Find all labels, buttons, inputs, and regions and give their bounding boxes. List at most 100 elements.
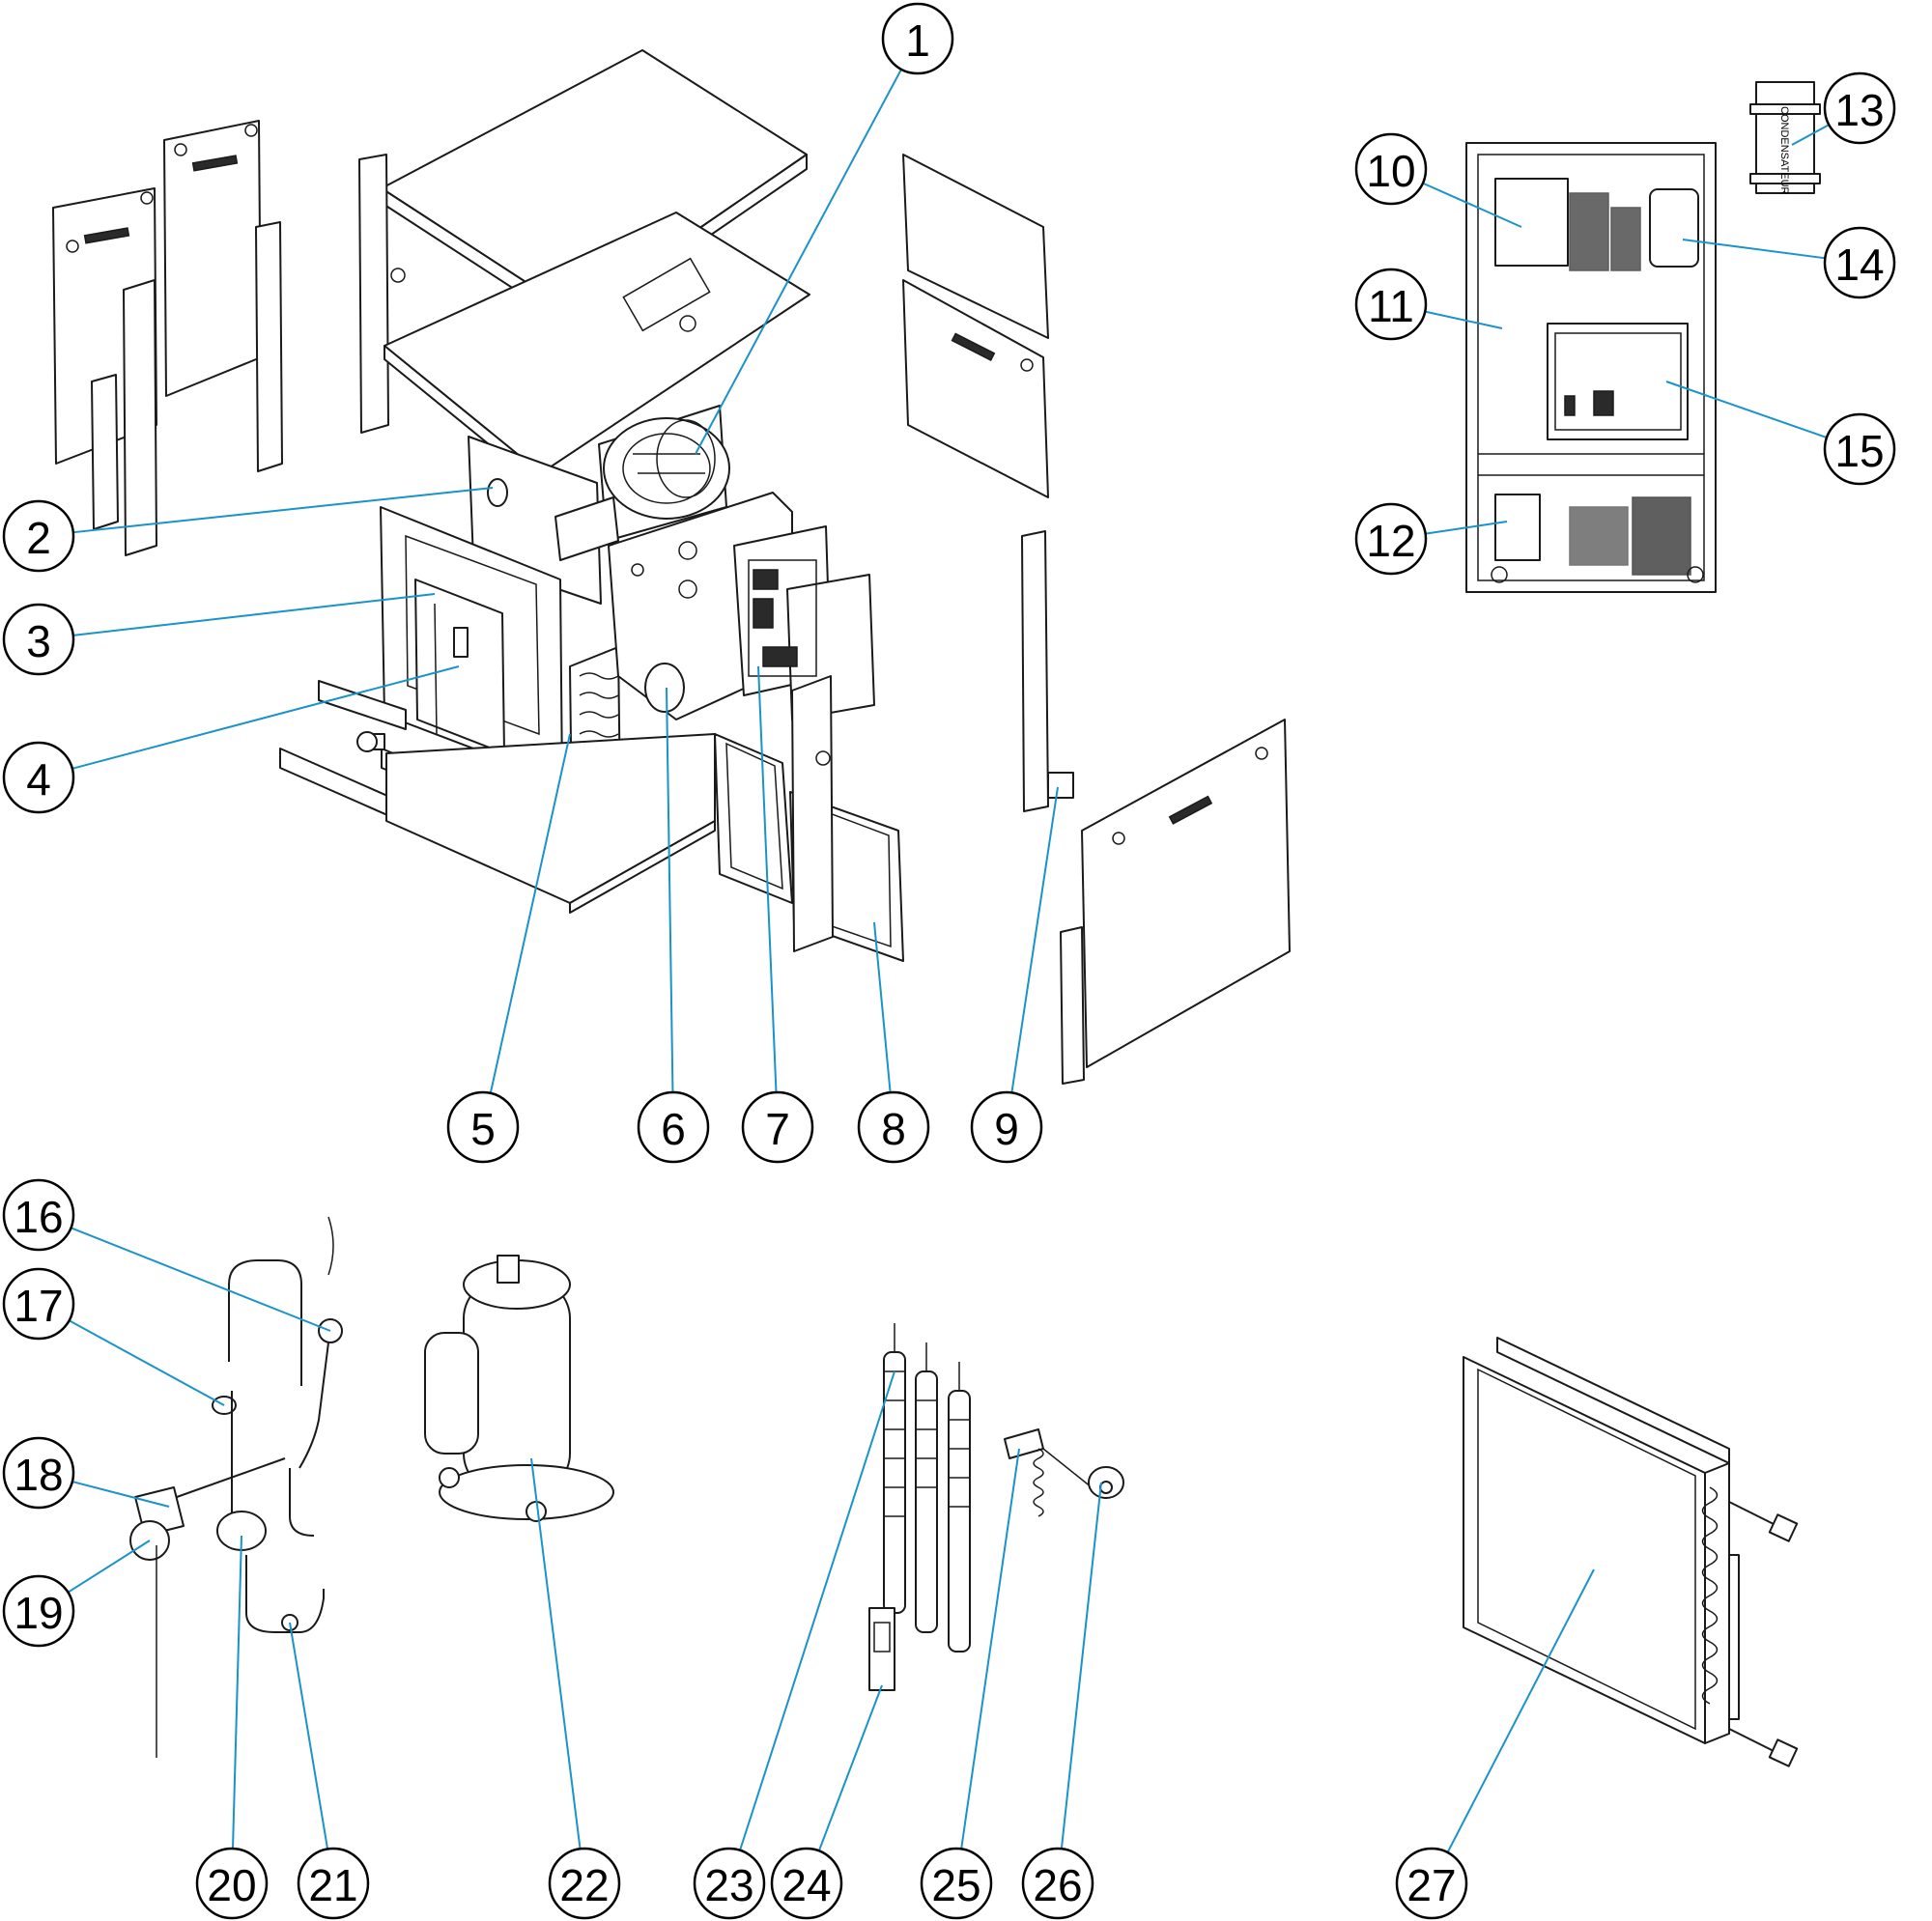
- callout-circle: [2, 1267, 75, 1341]
- callout-circle: [2, 741, 75, 814]
- callout-number: 4: [26, 754, 51, 805]
- sensor-label: CONDENSATEUR: [1778, 106, 1790, 195]
- callout-number: 16: [14, 1192, 63, 1242]
- inner-frame: [380, 436, 602, 783]
- callout-5: 5: [446, 1090, 520, 1164]
- callout-4: 4: [2, 741, 75, 814]
- leader-line-25: [960, 1448, 1020, 1850]
- callout-19: 19: [2, 1574, 75, 1648]
- callout-2: 2: [2, 499, 75, 573]
- leader-lines: [67, 69, 1830, 1853]
- condensation-sensor: CONDENSATEUR: [1749, 81, 1821, 195]
- leader-line-2: [72, 487, 494, 534]
- leader-line-18: [71, 1481, 170, 1508]
- fan-housing: [598, 405, 730, 542]
- leader-line-5: [489, 733, 571, 1094]
- callout-circle: [1354, 502, 1428, 576]
- callout-number: 17: [14, 1281, 63, 1331]
- callout-circle: [637, 1090, 710, 1164]
- callout-22: 22: [548, 1847, 621, 1920]
- callout-7: 7: [741, 1090, 814, 1164]
- callout-11: 11: [1354, 268, 1428, 341]
- leader-line-15: [1665, 381, 1828, 439]
- callout-15: 15: [1823, 412, 1896, 486]
- leader-line-21: [289, 1622, 329, 1850]
- callout-number: 2: [26, 513, 51, 563]
- callout-circle: [2, 499, 75, 573]
- callout-circle: [297, 1847, 370, 1920]
- callout-circle: [1354, 132, 1428, 206]
- callout-circle: [970, 1090, 1043, 1164]
- callout-number: 7: [765, 1104, 790, 1154]
- callout-number: 13: [1834, 85, 1884, 135]
- leader-line-24: [817, 1684, 883, 1851]
- compressor: [424, 1255, 614, 1522]
- leader-line-16: [71, 1227, 331, 1332]
- float-sensor: [1004, 1428, 1124, 1517]
- leader-line-11: [1424, 310, 1503, 329]
- condenser-coil: [1463, 1337, 1799, 1767]
- callout-1: 1: [881, 2, 954, 75]
- callout-number: 27: [1406, 1860, 1456, 1910]
- leader-line-22: [530, 1457, 582, 1850]
- leader-line-7: [757, 665, 778, 1093]
- callout-circle: [1354, 268, 1428, 341]
- callout-8: 8: [857, 1090, 930, 1164]
- leader-line-4: [71, 665, 460, 770]
- callout-25: 25: [920, 1847, 993, 1920]
- callout-number: 23: [704, 1860, 753, 1910]
- callout-circle: [1823, 412, 1896, 486]
- callout-6: 6: [637, 1090, 710, 1164]
- callout-number: 19: [14, 1588, 63, 1638]
- callout-number: 18: [14, 1450, 63, 1500]
- callout-circle: [2, 1178, 75, 1252]
- callout-24: 24: [770, 1847, 843, 1920]
- leader-line-17: [69, 1319, 225, 1406]
- callout-circle: [741, 1090, 814, 1164]
- leader-line-1: [695, 69, 902, 455]
- callout-number: 14: [1834, 240, 1884, 290]
- callout-circle: [770, 1847, 843, 1920]
- heater-thermostat: [868, 1607, 895, 1691]
- leader-line-26: [1060, 1482, 1102, 1850]
- callout-circle: [446, 1090, 520, 1164]
- callout-16: 16: [2, 1178, 75, 1252]
- leader-line-3: [72, 593, 436, 636]
- callout-circle: [2, 603, 75, 676]
- callout-number: 1: [905, 15, 930, 66]
- callout-number: 26: [1033, 1860, 1082, 1910]
- callout-number: 9: [994, 1104, 1019, 1154]
- callout-number: 15: [1834, 426, 1884, 476]
- leader-line-12: [1425, 521, 1508, 535]
- leader-line-10: [1422, 182, 1522, 228]
- callout-12: 12: [1354, 502, 1428, 576]
- callout-23: 23: [693, 1847, 766, 1920]
- callout-number: 10: [1366, 146, 1415, 196]
- leader-line-13: [1791, 124, 1830, 146]
- callout-circle: [920, 1847, 993, 1920]
- callout-10: 10: [1354, 132, 1428, 206]
- heater-elements: [883, 1323, 971, 1653]
- callout-number: 11: [1368, 281, 1414, 331]
- callout-number: 20: [207, 1860, 256, 1910]
- leader-line-9: [1010, 786, 1059, 1093]
- callout-number: 12: [1366, 516, 1415, 566]
- right-side-panels: [902, 154, 1291, 1085]
- callout-circle: [1823, 226, 1896, 299]
- callout-13: 13: [1823, 71, 1896, 145]
- callout-circle: [1395, 1847, 1468, 1920]
- terminal-rows-top: [1569, 192, 1641, 271]
- left-front-panels: [52, 120, 283, 556]
- leader-line-6: [666, 687, 674, 1093]
- callout-circle: [693, 1847, 766, 1920]
- callout-circle: [548, 1847, 621, 1920]
- leader-line-23: [739, 1370, 895, 1851]
- callout-27: 27: [1395, 1847, 1468, 1920]
- leader-line-19: [67, 1540, 151, 1594]
- callout-number: 21: [308, 1860, 357, 1910]
- callout-circle: [195, 1847, 269, 1920]
- leader-line-20: [232, 1535, 242, 1850]
- callout-3: 3: [2, 603, 75, 676]
